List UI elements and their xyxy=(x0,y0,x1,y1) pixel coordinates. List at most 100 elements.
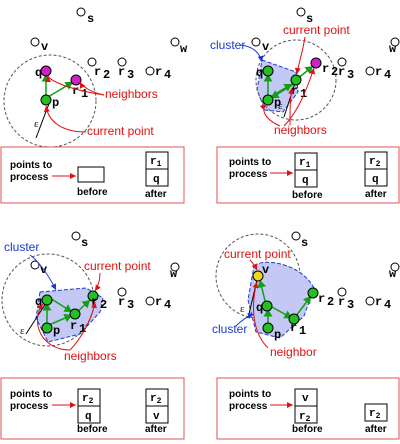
svg-text:s: s xyxy=(81,236,88,250)
svg-text:r: r xyxy=(290,321,297,335)
annotation-current-point: current point xyxy=(87,124,154,138)
svg-text:r: r xyxy=(291,84,298,98)
svg-text:process: process xyxy=(10,401,49,412)
svg-text:s: s xyxy=(306,12,313,26)
annotation-current-point: current point xyxy=(224,247,291,261)
svg-text:r2: r2 xyxy=(369,156,381,169)
svg-text:3: 3 xyxy=(347,68,354,82)
svg-text:v: v xyxy=(153,411,160,423)
svg-text:1: 1 xyxy=(79,322,86,336)
point-s xyxy=(76,7,86,17)
svg-text:r1: r1 xyxy=(150,156,162,169)
svg-text:before: before xyxy=(292,424,323,435)
annotation-cluster: cluster xyxy=(212,322,247,336)
svg-text:before: before xyxy=(77,424,108,435)
svg-text:before: before xyxy=(292,190,323,201)
svg-text:v: v xyxy=(262,263,269,277)
svg-text:process: process xyxy=(10,172,49,183)
epsilon-circle xyxy=(255,39,337,121)
svg-text:w: w xyxy=(389,42,397,56)
svg-text:r2: r2 xyxy=(150,393,162,406)
svg-text:q: q xyxy=(372,174,379,186)
svg-text:3: 3 xyxy=(127,68,134,82)
svg-text:q: q xyxy=(35,295,42,309)
label-s: s xyxy=(87,12,94,26)
svg-text:q: q xyxy=(256,66,263,80)
svg-text:1: 1 xyxy=(299,324,306,338)
svg-text:r: r xyxy=(338,295,345,309)
svg-text:r: r xyxy=(318,292,325,306)
svg-text:before: before xyxy=(77,187,108,198)
label-w: w xyxy=(180,42,188,56)
point-r4 xyxy=(145,66,155,76)
svg-text:process: process xyxy=(229,169,268,180)
label-r3: r xyxy=(118,65,125,79)
annotation-neighbors: neighbors xyxy=(105,87,158,101)
point-r1 xyxy=(70,74,82,86)
point-r2 xyxy=(87,57,97,67)
svg-text:q: q xyxy=(153,174,160,186)
svg-text:r1: r1 xyxy=(299,157,311,170)
svg-text:s: s xyxy=(301,236,308,250)
svg-text:ε: ε xyxy=(278,100,283,112)
svg-text:after: after xyxy=(365,189,387,200)
svg-text:r: r xyxy=(118,295,125,309)
label-r4: r xyxy=(155,65,162,79)
svg-text:p: p xyxy=(53,324,60,338)
point-v xyxy=(30,37,40,47)
svg-text:2: 2 xyxy=(327,295,334,309)
svg-text:after: after xyxy=(145,424,167,435)
svg-text:points to: points to xyxy=(229,157,271,168)
label-q: q xyxy=(35,66,42,80)
point-q xyxy=(40,65,52,77)
svg-text:q: q xyxy=(302,175,309,187)
svg-text:4: 4 xyxy=(164,298,171,312)
svg-text:4: 4 xyxy=(384,298,391,312)
svg-text:q: q xyxy=(256,301,263,315)
annotation-neighbor: neighbor xyxy=(270,345,317,359)
svg-text:r2: r2 xyxy=(82,393,94,406)
svg-text:r: r xyxy=(338,65,345,79)
label-r2: r xyxy=(94,65,101,79)
panel-2: s v w r 3 r 4 ε q r 1 p r 2 cluster curr… xyxy=(210,7,400,204)
annotation-current-point: current point xyxy=(283,23,350,37)
before-queue xyxy=(77,166,105,183)
svg-text:q: q xyxy=(85,411,92,423)
svg-text:w: w xyxy=(389,267,397,281)
point-r3 xyxy=(117,57,127,67)
svg-text:after: after xyxy=(145,189,167,200)
svg-text:ε: ε xyxy=(240,303,245,315)
after-queue xyxy=(364,403,388,422)
annotation-cluster: cluster xyxy=(4,240,39,254)
svg-text:points to: points to xyxy=(229,389,271,400)
svg-text:2: 2 xyxy=(103,68,110,82)
panel-3: s v w r 3 r 4 ε q r 1 p r 2 cluster curr… xyxy=(0,231,185,440)
svg-text:r: r xyxy=(375,65,382,79)
svg-text:ε: ε xyxy=(34,118,39,130)
annotation-current-point: current point xyxy=(84,259,151,273)
svg-text:2: 2 xyxy=(100,298,107,312)
svg-text:4: 4 xyxy=(384,68,391,82)
svg-text:v: v xyxy=(262,40,269,54)
svg-text:r2: r2 xyxy=(299,411,311,424)
annotation-neighbors: neighbors xyxy=(274,123,327,137)
svg-text:after: after xyxy=(365,424,387,435)
svg-text:points to: points to xyxy=(10,160,52,171)
svg-text:r: r xyxy=(375,295,382,309)
svg-text:v: v xyxy=(40,263,47,277)
svg-text:w: w xyxy=(170,267,178,281)
svg-text:3: 3 xyxy=(127,298,134,312)
svg-text:r: r xyxy=(155,295,162,309)
annotation-cluster: cluster xyxy=(210,38,245,52)
label-r1: r xyxy=(72,84,79,98)
svg-text:3: 3 xyxy=(347,298,354,312)
point-p xyxy=(40,94,52,106)
label-p: p xyxy=(52,96,59,110)
svg-text:r2: r2 xyxy=(369,408,381,421)
svg-text:v: v xyxy=(302,393,309,405)
svg-text:r: r xyxy=(322,62,329,76)
svg-text:points to: points to xyxy=(10,389,52,400)
panel-4: s w r 3 r 4 ε v q r 1 p r 2 current poin… xyxy=(212,231,400,440)
svg-text:1: 1 xyxy=(81,87,88,101)
